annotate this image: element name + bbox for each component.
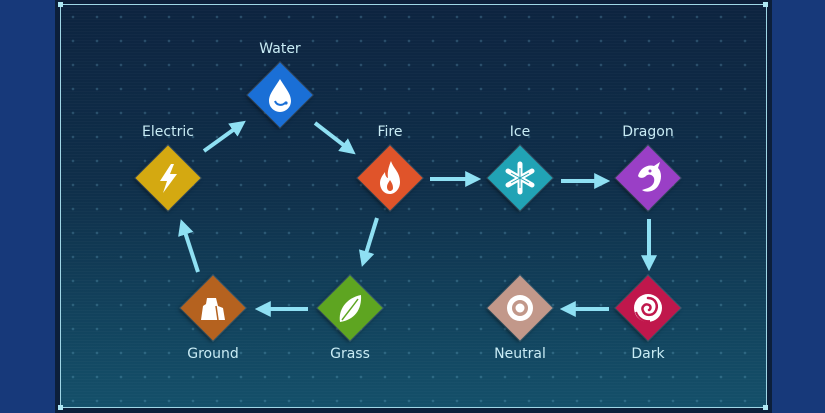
left-background bbox=[0, 0, 55, 413]
corner-marker bbox=[763, 405, 768, 410]
node-neutral[interactable] bbox=[487, 275, 553, 341]
arrow-ground-to-electric bbox=[178, 219, 200, 273]
arrow-water-to-fire bbox=[313, 121, 356, 155]
label-water: Water bbox=[259, 41, 301, 57]
node-water[interactable] bbox=[247, 62, 313, 128]
rock-icon bbox=[201, 298, 225, 321]
node-dragon[interactable] bbox=[615, 145, 681, 211]
circle-target-icon bbox=[507, 295, 533, 321]
node-dark[interactable] bbox=[615, 275, 681, 341]
label-ice: Ice bbox=[509, 124, 531, 140]
label-grass: Grass bbox=[330, 346, 370, 362]
label-dragon: Dragon bbox=[622, 124, 674, 140]
swirl-icon bbox=[634, 294, 662, 323]
node-fire[interactable] bbox=[357, 145, 423, 211]
node-electric[interactable] bbox=[135, 145, 201, 211]
node-ground[interactable] bbox=[180, 275, 246, 341]
lightning-bolt-icon bbox=[160, 164, 177, 193]
label-electric: Electric bbox=[142, 124, 194, 140]
label-ground: Ground bbox=[187, 346, 239, 362]
label-neutral: Neutral bbox=[494, 346, 546, 362]
snowflake-icon bbox=[505, 161, 535, 195]
label-fire: Fire bbox=[377, 124, 403, 140]
right-background bbox=[772, 0, 825, 413]
dragon-head-icon bbox=[638, 162, 661, 192]
arrow-electric-to-water bbox=[202, 120, 246, 153]
corner-marker bbox=[58, 2, 63, 7]
label-dark: Dark bbox=[631, 346, 665, 362]
arrow-fire-to-grass bbox=[358, 217, 379, 267]
corner-marker bbox=[58, 405, 63, 410]
water-drop-icon bbox=[269, 79, 291, 112]
corner-marker bbox=[763, 2, 768, 7]
node-ice[interactable] bbox=[487, 145, 553, 211]
leaf-icon bbox=[339, 295, 362, 322]
node-grass[interactable] bbox=[317, 275, 383, 341]
flame-icon bbox=[380, 161, 400, 194]
